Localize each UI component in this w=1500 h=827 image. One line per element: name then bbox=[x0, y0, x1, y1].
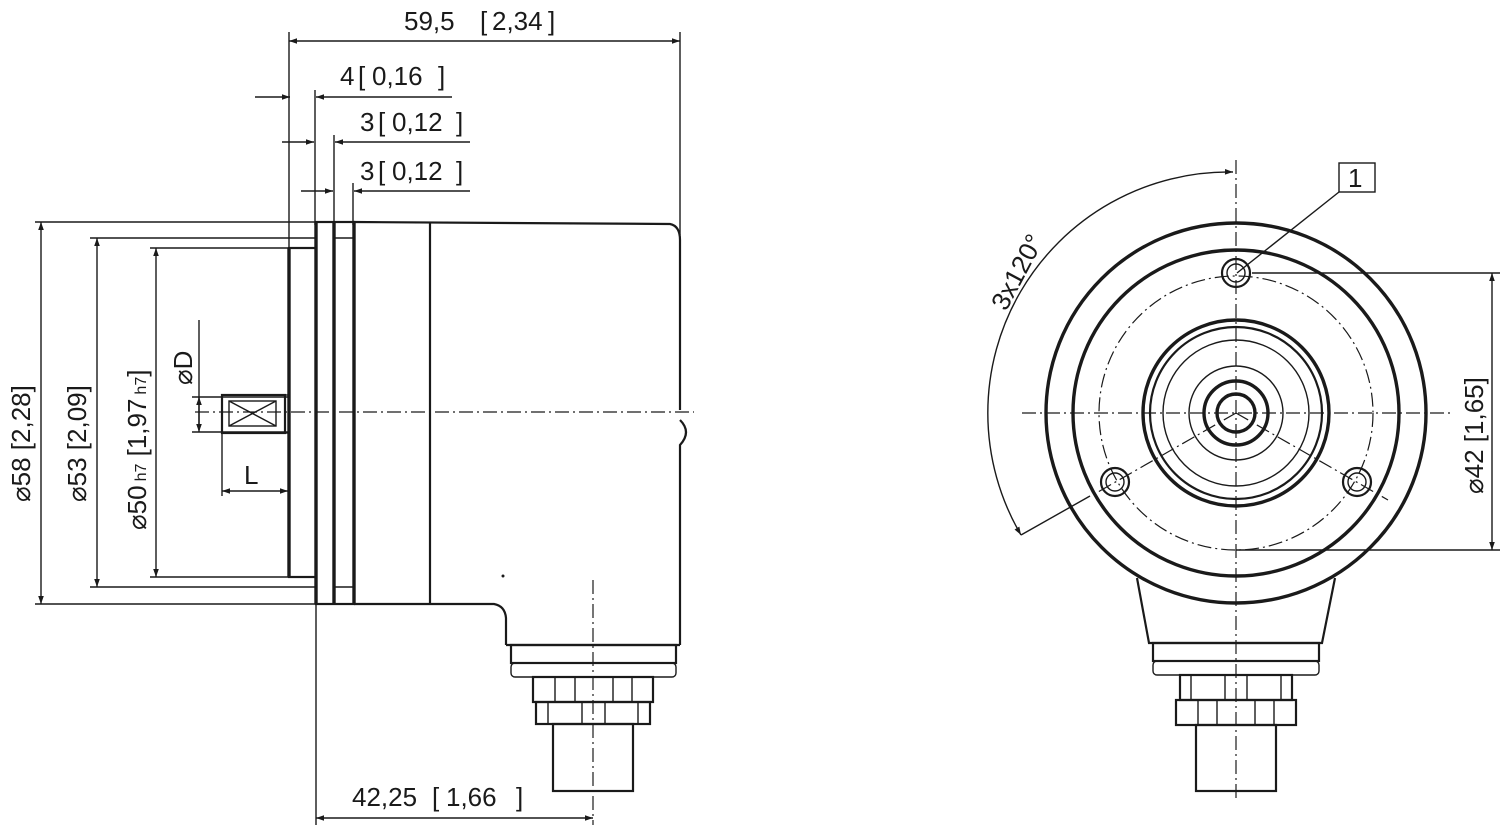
svg-text:1,66: 1,66 bbox=[446, 782, 497, 812]
svg-text:3x120°: 3x120° bbox=[985, 229, 1050, 315]
svg-text:L: L bbox=[244, 460, 258, 490]
dim-connector-offset: 42,25 [ 1,66 ] bbox=[315, 604, 593, 825]
svg-text:[: [ bbox=[358, 61, 366, 91]
svg-text:3: 3 bbox=[360, 107, 374, 137]
flange-stack bbox=[287, 220, 356, 606]
connector-front bbox=[1135, 577, 1337, 793]
svg-text:2,34: 2,34 bbox=[492, 6, 543, 36]
dim-flange-3a: 3 [ 0,12 ] bbox=[282, 107, 470, 225]
svg-text:0,12: 0,12 bbox=[392, 107, 443, 137]
dim-diameter-58: ⌀58 [2,28] bbox=[6, 221, 316, 605]
svg-text:⌀D: ⌀D bbox=[168, 351, 198, 385]
dim-shaft-diameter: ⌀D bbox=[168, 320, 290, 433]
bolt-circle bbox=[1098, 275, 1374, 551]
svg-text:⌀53 [2,09]: ⌀53 [2,09] bbox=[62, 385, 92, 502]
svg-text:⌀50h7 [1,97h7]: ⌀50h7 [1,97h7] bbox=[122, 370, 152, 530]
svg-text:[: [ bbox=[480, 6, 488, 36]
svg-text:0,12: 0,12 bbox=[392, 156, 443, 186]
svg-text:⌀58 [2,28]: ⌀58 [2,28] bbox=[6, 385, 36, 502]
housing bbox=[353, 220, 688, 647]
svg-text:4: 4 bbox=[340, 61, 354, 91]
svg-text:]: ] bbox=[438, 61, 445, 91]
dim-bolt-circle: ⌀42 [1,65] bbox=[1236, 272, 1500, 551]
svg-text:1: 1 bbox=[1348, 163, 1362, 193]
svg-text:]: ] bbox=[548, 6, 555, 36]
svg-text:59,5: 59,5 bbox=[404, 6, 455, 36]
svg-text:]: ] bbox=[516, 782, 523, 812]
dim-flange-3b: 3 [ 0,12 ] bbox=[301, 156, 470, 225]
dim-diameter-50: ⌀50h7 [1,97h7] bbox=[122, 247, 290, 578]
svg-text:42,25: 42,25 bbox=[352, 782, 417, 812]
svg-text:]: ] bbox=[456, 107, 463, 137]
shaft bbox=[220, 393, 290, 435]
svg-text:0,16: 0,16 bbox=[372, 61, 423, 91]
side-view: 59,5 [ 2,34 ] 4 [ 0,16 ] 3 [ 0,12 ] bbox=[6, 6, 694, 825]
callout-1: 1 bbox=[1236, 162, 1376, 274]
svg-text:[: [ bbox=[378, 107, 386, 137]
svg-text:[: [ bbox=[378, 156, 386, 186]
svg-text:⌀42 [1,65]: ⌀42 [1,65] bbox=[1459, 377, 1489, 494]
dim-flange-4: 4 [ 0,16 ] bbox=[255, 61, 452, 225]
svg-text:3: 3 bbox=[360, 156, 374, 186]
svg-text:]: ] bbox=[456, 156, 463, 186]
dim-shaft-length: L bbox=[221, 432, 288, 496]
dim-overall-length: 59,5 [ 2,34 ] bbox=[288, 6, 681, 250]
dim-diameter-53: ⌀53 [2,09] bbox=[62, 237, 316, 588]
svg-text:[: [ bbox=[432, 782, 440, 812]
front-view: 3x120° 1 ⌀42 [1,65] bbox=[985, 160, 1500, 800]
